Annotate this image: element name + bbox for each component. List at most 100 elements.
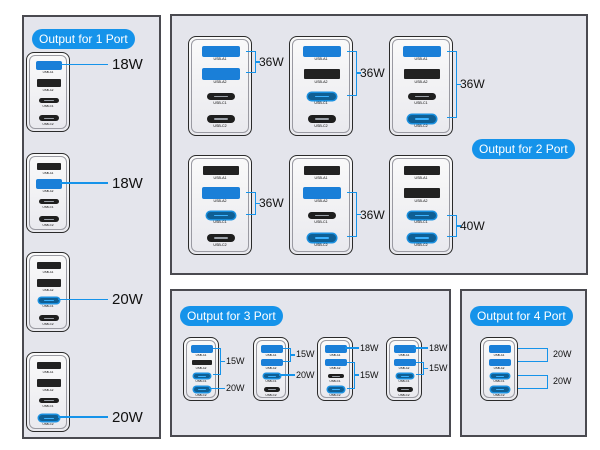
port-c1 (396, 373, 414, 379)
port-c2 (39, 315, 59, 321)
port-tongue (44, 417, 54, 419)
port-c2 (307, 115, 337, 123)
four-port-title: Output for 4 Port (470, 306, 573, 326)
port-a1 (395, 346, 415, 352)
wattage-label: 15W (296, 349, 315, 360)
port-label: USB-C2 (329, 392, 341, 397)
wattage-label: 20W (226, 383, 245, 394)
pair-bracket (347, 361, 355, 389)
port-label: USB-C1 (42, 205, 54, 210)
port-label: USB-C1 (314, 101, 328, 106)
wattage-label: 15W (429, 362, 448, 373)
port-label: USB-A1 (213, 176, 227, 181)
connector-line (57, 298, 108, 301)
port-label: USB-A2 (213, 198, 227, 203)
port-tongue (197, 375, 207, 377)
wattage-label: 18W (429, 342, 448, 353)
port-label: USB-C1 (213, 220, 227, 225)
port-tongue (414, 95, 430, 98)
port-label: USB-C1 (414, 220, 428, 225)
port-tongue (400, 389, 410, 391)
port-label: USB-C1 (314, 220, 328, 225)
port-a2 (304, 69, 340, 79)
port-tongue (267, 389, 277, 391)
port-label: USB-C1 (195, 379, 207, 384)
port-label: USB-A1 (42, 370, 54, 375)
port-c2 (491, 387, 509, 392)
port-label: USB-A2 (195, 366, 207, 371)
connector-line (57, 416, 108, 418)
port-a1 (304, 165, 340, 176)
port-label: USB-C1 (42, 104, 54, 109)
port-label: USB-A1 (265, 352, 277, 357)
port-c1 (407, 211, 437, 220)
port-label: USB-A2 (414, 198, 428, 203)
port-c2 (327, 387, 345, 392)
wattage-label: 18W (112, 174, 143, 192)
port-a1 (192, 346, 212, 352)
port-c1 (307, 211, 337, 220)
port-c2 (307, 234, 337, 242)
port-tongue (314, 118, 330, 120)
port-label: USB-C2 (42, 222, 54, 227)
port-label: USB-C1 (213, 101, 227, 106)
connector-line (457, 83, 461, 86)
port-c1 (307, 92, 337, 101)
port-label: USB-C2 (414, 123, 428, 128)
port-c1 (39, 198, 59, 205)
port-tongue (331, 389, 341, 391)
port-label: USB-C1 (493, 379, 505, 384)
wattage-label: 20W (112, 408, 143, 426)
wattage-label: 20W (112, 291, 143, 309)
port-label: USB-A2 (314, 198, 328, 203)
port-c1 (491, 373, 509, 379)
port-tongue (44, 117, 54, 119)
port-a1 (36, 361, 62, 370)
port-tongue (314, 95, 330, 98)
port-label: USB-A2 (42, 188, 54, 193)
connector-line (357, 213, 361, 216)
connector-line (291, 354, 295, 356)
port-label: USB-A2 (42, 87, 54, 92)
one-port-title: Output for 1 Port (32, 29, 135, 49)
port-a1 (36, 162, 62, 171)
port-a2 (489, 359, 511, 366)
pair-bracket (347, 192, 357, 238)
port-c1 (407, 92, 437, 101)
port-label: USB-A1 (329, 352, 341, 357)
port-tongue (44, 300, 54, 302)
port-a2 (262, 359, 282, 366)
port-tongue (44, 317, 54, 319)
pair-bracket (283, 348, 291, 362)
port-a1 (262, 346, 282, 352)
port-label: USB-A1 (398, 352, 410, 357)
port-label: USB-A1 (42, 70, 54, 75)
port-label: USB-A1 (414, 176, 428, 181)
port-c2 (39, 216, 59, 222)
port-label: USB-C2 (42, 121, 54, 126)
port-label: USB-C2 (195, 392, 207, 397)
connector-line (279, 374, 295, 376)
port-label: USB-C2 (414, 242, 428, 247)
port-tongue (414, 118, 430, 120)
connector-line (256, 61, 260, 63)
port-label: USB-C1 (414, 101, 428, 106)
wattage-label: 40W (460, 218, 485, 233)
connector-line (424, 367, 428, 370)
port-tongue (44, 400, 54, 402)
port-label: USB-A1 (42, 171, 54, 176)
connector-line (221, 360, 225, 363)
wattage-label: 36W (360, 66, 385, 81)
port-c1 (206, 92, 236, 101)
port-a2 (326, 359, 346, 366)
port-tongue (400, 375, 410, 377)
port-a1 (404, 165, 440, 176)
